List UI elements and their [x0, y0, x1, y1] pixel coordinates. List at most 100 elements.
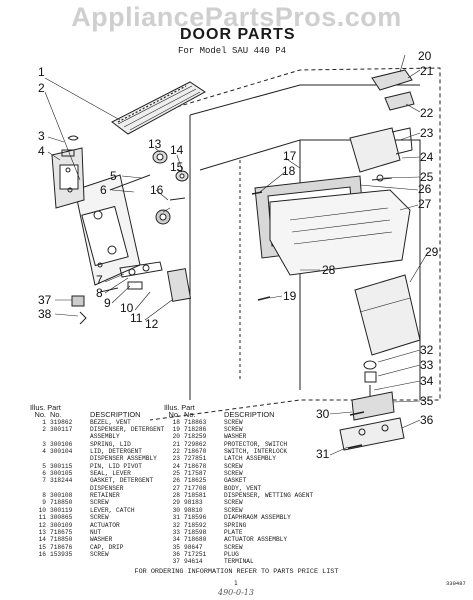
- illus-no: 16: [38, 550, 46, 558]
- part-no: 717708: [184, 484, 207, 492]
- callout-3: 3: [38, 129, 45, 143]
- illus-no: 31: [172, 514, 180, 522]
- part-no: 300109: [50, 521, 73, 529]
- part-description: DISPENSER, WETTING AGENT: [224, 492, 314, 500]
- part-description: DISPENSER, DETERGENT: [90, 426, 165, 434]
- part-no: 300106: [50, 440, 73, 448]
- callout-18: 18: [282, 164, 296, 178]
- part-no: 718592: [184, 521, 207, 529]
- callout-33: 33: [420, 358, 434, 372]
- illus-no: 22: [172, 448, 180, 456]
- illus-no: 33: [172, 528, 180, 536]
- part-no: 300119: [50, 506, 73, 514]
- table-header-illus: Illus. Part: [30, 403, 61, 412]
- callout-28: 28: [322, 263, 336, 277]
- detergent-dispenser: [74, 174, 151, 286]
- part-description: PLUG: [224, 550, 239, 558]
- illus-no: 36: [172, 550, 180, 558]
- part-description: DIAPHRAGM ASSEMBLY: [224, 514, 291, 522]
- part-description: SCREW: [224, 506, 243, 514]
- illus-no: [30, 433, 50, 440]
- part-no: 153935: [50, 550, 73, 558]
- callout-9: 9: [104, 296, 111, 310]
- part-description: NUT: [90, 528, 102, 536]
- part-no: 718625: [184, 477, 207, 485]
- callout-36: 36: [420, 413, 434, 427]
- illus-no: 24: [172, 462, 180, 470]
- table-row: DISPENSER ASSEMBLY: [30, 455, 230, 462]
- callout-31: 31: [316, 447, 330, 461]
- callout-29: 29: [425, 245, 439, 259]
- illus-no: 1: [42, 418, 46, 426]
- table-header-row: No. No. DESCRIPTION: [164, 410, 364, 420]
- callout-11: 11: [130, 311, 143, 325]
- ordering-info-footer: FOR ORDERING INFORMATION REFER TO PARTS …: [134, 568, 339, 576]
- part-description: GASKET: [224, 477, 247, 485]
- callout-8: 8: [96, 286, 103, 300]
- illus-no: 12: [38, 521, 46, 529]
- part-no: 718676: [50, 543, 73, 551]
- part-no: [50, 433, 90, 440]
- part-description: SCREW: [90, 514, 109, 522]
- part-description: SCREW: [224, 418, 243, 426]
- part-no: 718286: [184, 426, 207, 434]
- part-description: BODY, VENT: [224, 484, 262, 492]
- illus-no: 18: [172, 418, 180, 426]
- part-description: ASSEMBLY: [90, 433, 120, 441]
- illus-no: 23: [172, 455, 180, 463]
- illus-no: 3: [42, 440, 46, 448]
- part-no: 718259: [184, 433, 207, 441]
- part-description: SPRING: [224, 521, 247, 529]
- wetting-agent-dispenser: [354, 274, 421, 356]
- illus-no: 15: [38, 543, 46, 551]
- header-part-no: No.: [50, 410, 62, 420]
- illus-no: 29: [172, 499, 180, 507]
- callout-14: 14: [170, 143, 184, 157]
- header-description: DESCRIPTION: [224, 410, 275, 420]
- illus-no: 20: [172, 433, 180, 441]
- illus-no: 11: [38, 514, 46, 522]
- part-description: ACTUATOR ASSEMBLY: [224, 536, 288, 544]
- illus-no: 34: [172, 536, 180, 544]
- illus-no: 14: [38, 536, 46, 544]
- callout-17: 17: [283, 149, 297, 163]
- part-description: LEVER, CATCH: [90, 506, 135, 514]
- illus-no: 21: [172, 440, 180, 448]
- callout-38: 38: [38, 307, 52, 321]
- illus-no: 30: [172, 506, 180, 514]
- part-description: SCREW: [224, 499, 243, 507]
- part-description: PLATE: [224, 528, 243, 536]
- header-description: DESCRIPTION: [90, 410, 141, 420]
- illus-no: 28: [172, 492, 180, 500]
- callout-21: 21: [420, 64, 434, 78]
- part-no: 718863: [184, 418, 207, 426]
- part-no: 300115: [50, 462, 73, 470]
- illus-no: 27: [172, 484, 180, 492]
- illus-no: 35: [172, 543, 180, 551]
- part-description: TERMINAL: [224, 558, 254, 566]
- part-description: SCREW: [224, 426, 243, 434]
- callout-22: 22: [420, 106, 434, 120]
- illus-no: 8: [42, 492, 46, 500]
- illus-no: 7: [42, 477, 46, 485]
- callout-35: 35: [420, 394, 434, 408]
- table-row: DISPENSER: [30, 485, 230, 492]
- page-title: DOOR PARTS: [180, 26, 296, 43]
- part-description: RETAINER: [90, 492, 120, 500]
- callout-30: 30: [316, 407, 330, 421]
- part-description: SCREW: [90, 499, 109, 507]
